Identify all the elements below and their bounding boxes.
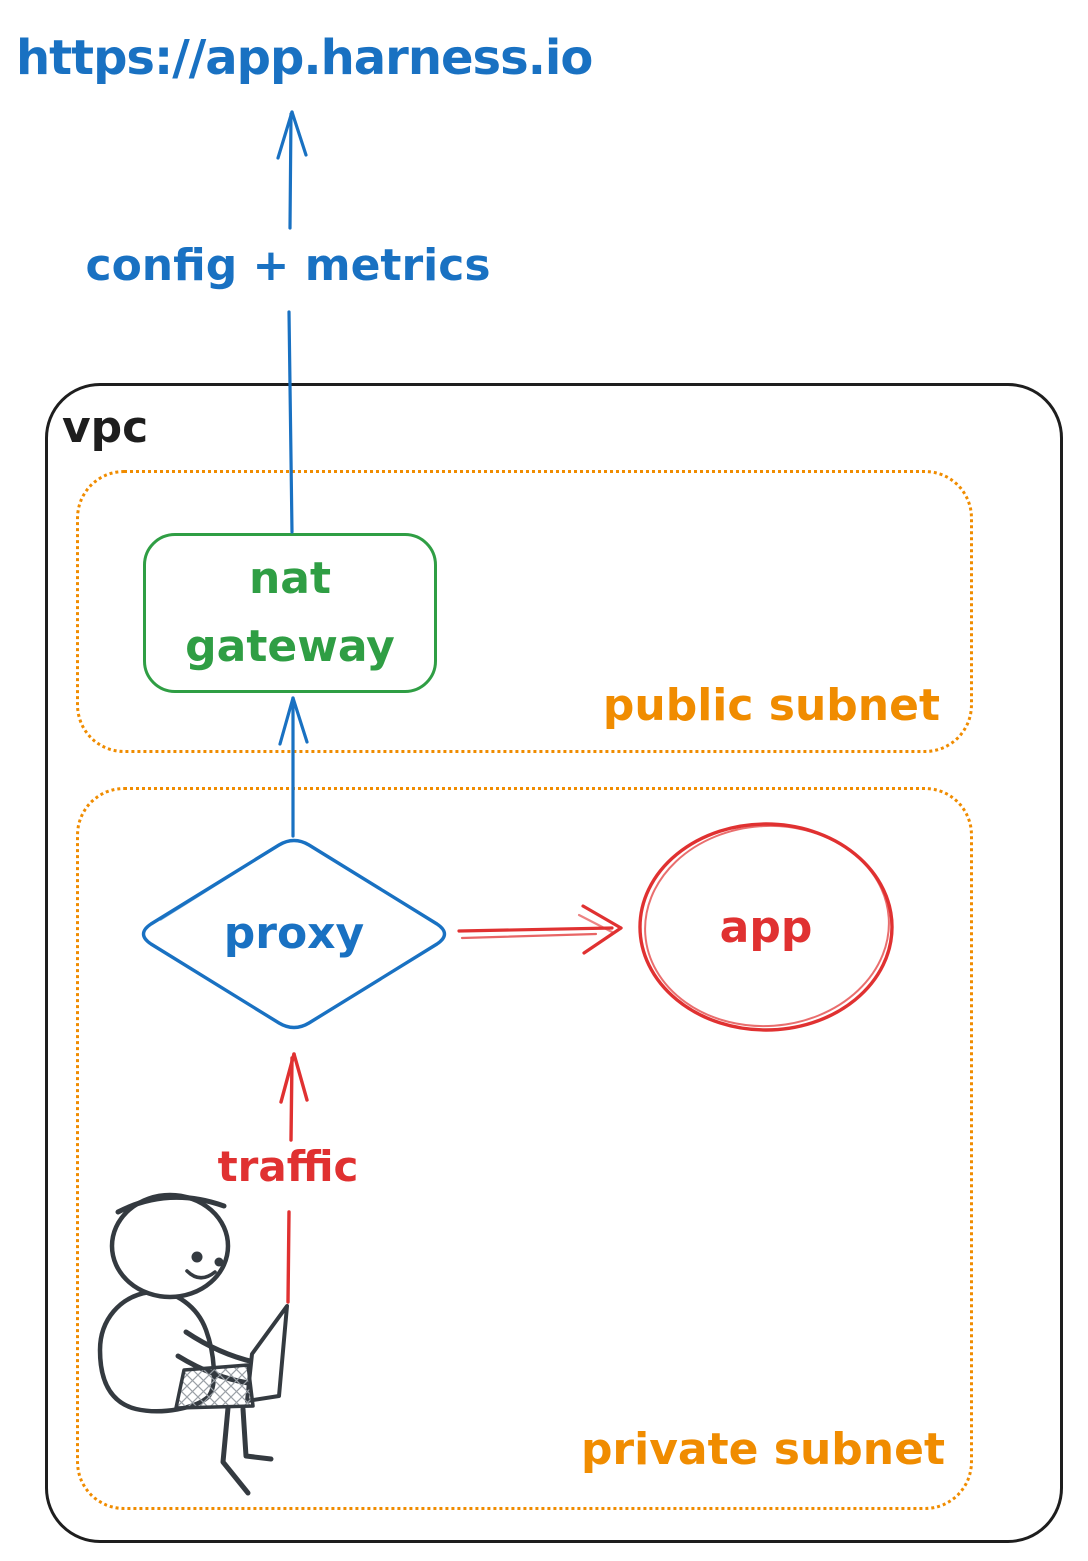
proxy-label: proxy [223, 908, 365, 959]
vpc-label: vpc [62, 402, 149, 453]
private-subnet-label: private subnet [580, 1424, 945, 1475]
vpc-container [45, 383, 1063, 1543]
public-subnet-label: public subnet [602, 680, 940, 731]
nat-gateway-label-line2: gateway [185, 621, 395, 672]
private-subnet-container [76, 787, 973, 1510]
url-label: https://app.harness.io [16, 30, 593, 86]
nat-gateway-node: nat gateway [143, 533, 437, 693]
app-label: app [719, 902, 813, 953]
public-subnet-container [76, 470, 973, 753]
traffic-label: traffic [217, 1142, 359, 1191]
config-metrics-label: config + metrics [85, 240, 491, 291]
nat-gateway-label-line1: nat [248, 552, 332, 604]
